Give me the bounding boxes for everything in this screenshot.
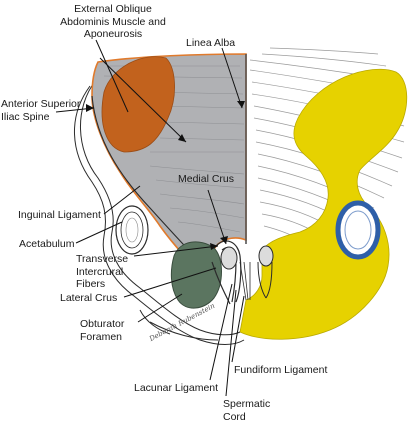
spermatic-cord-exit xyxy=(221,247,237,269)
label-transverse-line3: Fibers xyxy=(76,278,128,291)
right-hip-bone-highlight xyxy=(240,69,407,339)
label-acetabulum: Acetabulum xyxy=(19,238,74,251)
label-fundiform-ligament: Fundiform Ligament xyxy=(234,364,327,377)
label-lateral-crus: Lateral Crus xyxy=(60,292,117,305)
label-spermatic-cord: Spermatic Cord xyxy=(223,398,270,423)
label-external-oblique-line1: External Oblique xyxy=(50,3,176,16)
right-acetabulum xyxy=(338,203,378,257)
left-acetabulum xyxy=(116,206,148,254)
obturator-foramen xyxy=(171,242,221,308)
label-transverse-line1: Transverse xyxy=(76,253,128,266)
label-external-oblique-line3: Aponeurosis xyxy=(50,28,176,41)
label-external-oblique-line2: Abdominis Muscle and xyxy=(50,16,176,29)
label-transverse-intercrural: Transverse Intercrural Fibers xyxy=(76,253,128,291)
label-lacunar-ligament: Lacunar Ligament xyxy=(134,382,218,395)
label-asis: Anterior Superior Iliac Spine xyxy=(1,98,80,123)
label-obturator-line2: Foramen xyxy=(80,331,124,344)
label-transverse-line2: Intercrural xyxy=(76,266,128,279)
label-asis-line2: Iliac Spine xyxy=(1,111,80,124)
symphysis-strands xyxy=(240,262,250,300)
right-spermatic-cord xyxy=(259,246,273,266)
label-spermatic-line1: Spermatic xyxy=(223,398,270,411)
label-obturator-foramen: Obturator Foramen xyxy=(80,318,124,343)
label-asis-line1: Anterior Superior xyxy=(1,98,80,111)
label-spermatic-line2: Cord xyxy=(223,411,270,423)
label-medial-crus: Medial Crus xyxy=(178,173,234,186)
label-obturator-line1: Obturator xyxy=(80,318,124,331)
label-linea-alba: Linea Alba xyxy=(186,37,235,50)
label-inguinal-ligament: Inguinal Ligament xyxy=(18,209,101,222)
label-external-oblique: External Oblique Abdominis Muscle and Ap… xyxy=(50,3,176,41)
